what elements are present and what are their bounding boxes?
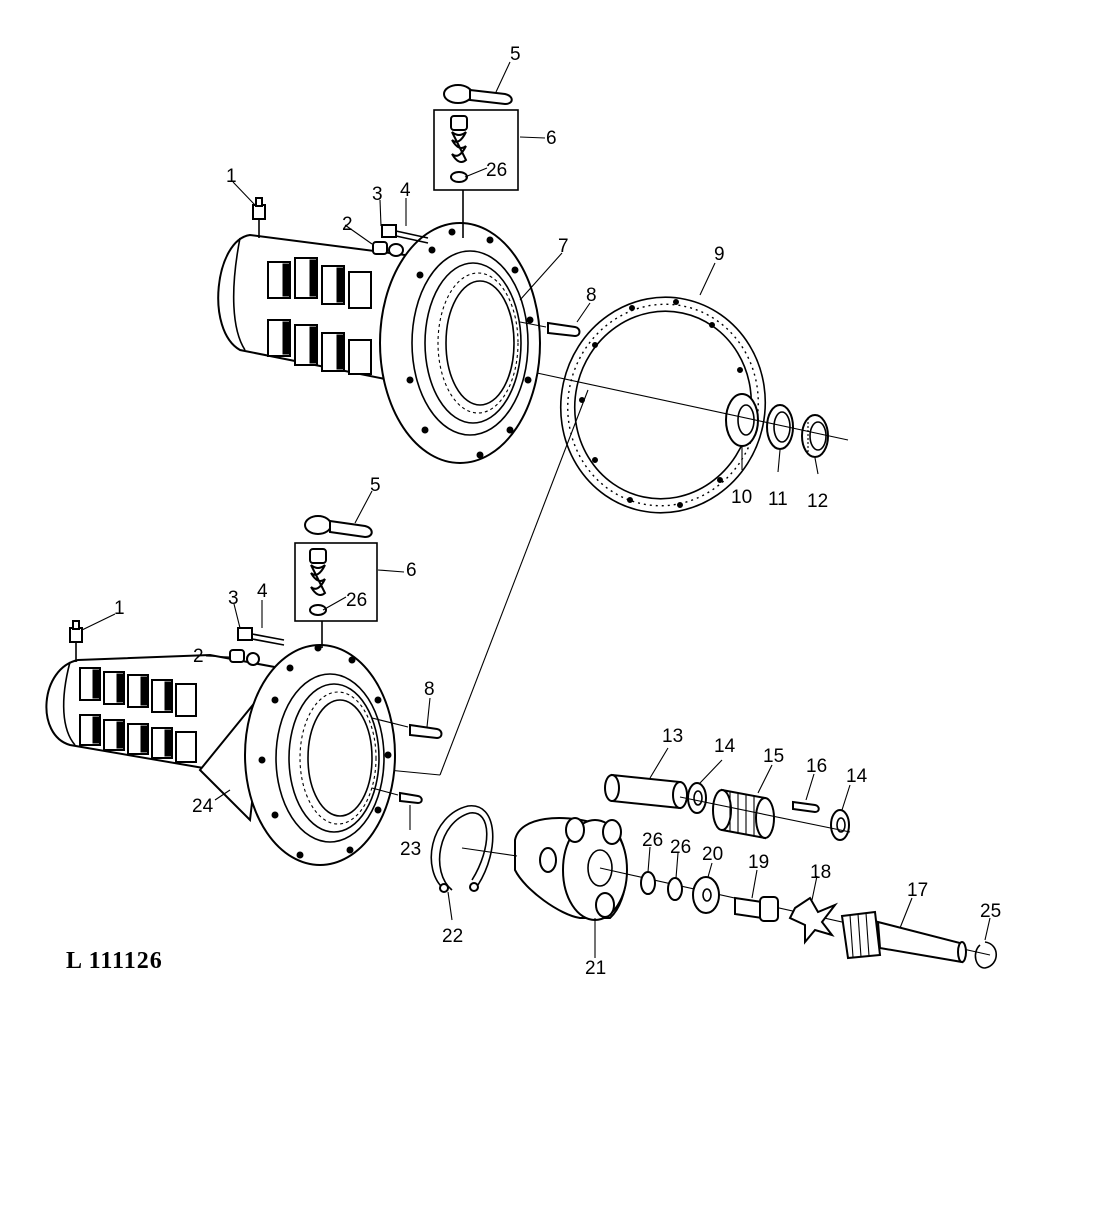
callout-25: 25	[980, 901, 1001, 922]
upper-assembly-axis	[536, 372, 849, 441]
lock-plate	[788, 896, 839, 945]
lower-grease-fitting-icon	[69, 620, 83, 662]
upper-plug-washer-bolt	[372, 224, 429, 257]
upper-lever-icon	[443, 84, 513, 106]
upper-grease-fitting-icon	[252, 197, 266, 238]
callout-3: 3	[372, 184, 383, 205]
callout-24: 24	[192, 796, 214, 817]
callout-21: 21	[585, 958, 606, 979]
callout-9: 9	[714, 244, 725, 265]
callout-lower-3: 3	[228, 588, 239, 609]
shim-washer-b	[667, 877, 683, 901]
figure-reference-code: L 111126	[66, 948, 163, 974]
lower-flange	[244, 644, 396, 866]
callout-12: 12	[807, 491, 828, 512]
callout-lower-6: 6	[406, 560, 417, 581]
lower-housing-assembly	[45, 515, 443, 866]
end-snap-ring	[974, 941, 998, 969]
thrust-washer-b	[830, 809, 850, 841]
callout-8: 8	[586, 285, 597, 306]
callout-lower-5: 5	[370, 475, 381, 496]
callout-26a: 26	[642, 830, 663, 851]
planet-pin	[604, 773, 688, 810]
lower-plug-washer-bolt	[229, 627, 285, 666]
callout-1: 1	[226, 166, 237, 187]
small-pin	[792, 800, 820, 814]
callout-22: 22	[442, 926, 463, 947]
callout-5: 5	[510, 44, 521, 65]
cap-screw	[734, 896, 779, 922]
callout-lower-1: 1	[114, 598, 125, 619]
callout-labels: 1 2 3 4 5 6 26 7 8 9 10 11 12 1 2 3 4 5 …	[114, 44, 1001, 979]
callout-7: 7	[558, 236, 569, 257]
callout-4: 4	[400, 180, 411, 201]
planet-gear-icon	[712, 788, 775, 840]
upper-spring-kit	[433, 109, 519, 238]
planetary-parts	[430, 773, 998, 969]
callout-lower-8: 8	[424, 679, 435, 700]
callout-6: 6	[546, 128, 557, 149]
callout-lower-26: 26	[346, 590, 367, 611]
callout-lower-2: 2	[193, 646, 204, 667]
callout-14a: 14	[714, 736, 736, 757]
callout-lower-4: 4	[257, 581, 268, 602]
upper-dowel-pin	[519, 321, 581, 338]
callout-18: 18	[810, 862, 831, 883]
leader-lines	[81, 61, 991, 958]
lower-dowel-pin-small	[371, 787, 423, 805]
callout-15: 15	[763, 746, 784, 767]
callout-2: 2	[342, 214, 353, 235]
lower-spring-kit	[294, 542, 378, 648]
snap-ring	[430, 805, 494, 893]
retainer-washer	[692, 876, 720, 914]
callout-19: 19	[748, 852, 769, 873]
lower-dowel-pin	[371, 717, 443, 740]
shim-washer-a	[640, 871, 656, 895]
upper-axle-housing	[217, 233, 407, 382]
callout-23: 23	[400, 839, 421, 860]
callout-13: 13	[662, 726, 683, 747]
callout-16: 16	[806, 756, 827, 777]
callout-26: 26	[486, 160, 507, 181]
callout-20: 20	[702, 844, 723, 865]
thrust-washer-a	[687, 782, 707, 814]
upper-flange	[379, 222, 541, 464]
callout-10: 10	[731, 487, 752, 508]
callout-14b: 14	[846, 766, 868, 787]
sun-gear-shaft	[840, 910, 967, 964]
lower-lever-icon	[304, 515, 373, 539]
callout-26b: 26	[670, 837, 691, 858]
planet-carrier	[514, 817, 628, 921]
callout-11: 11	[768, 489, 788, 510]
guide-line	[439, 389, 589, 776]
callout-17: 17	[907, 880, 928, 901]
upper-housing-assembly	[217, 84, 581, 464]
